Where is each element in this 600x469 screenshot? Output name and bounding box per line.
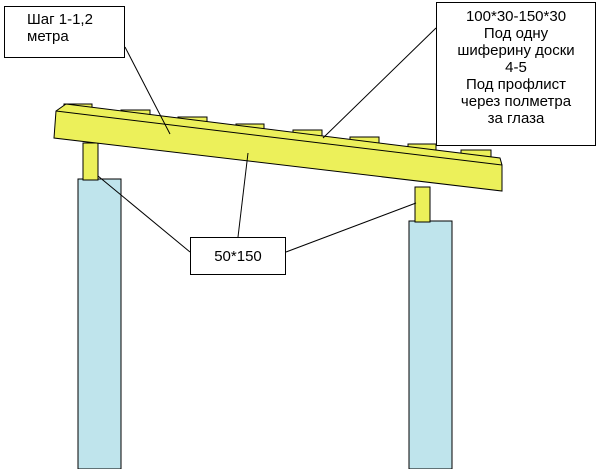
boards-label-line-4: 4-5 (505, 59, 527, 76)
leader-beam-right (285, 202, 417, 253)
boards-label-line-2: Под одну (483, 25, 549, 42)
boards-label-line-7: за глаза (487, 110, 545, 127)
right-support (414, 186, 431, 223)
leader-lines (97, 27, 437, 253)
boards-label-box: 100*30-150*30 Под одну шиферину доски 4-… (436, 2, 596, 146)
pitch-label-box: Шаг 1-1,2 метра (4, 6, 125, 58)
left-support (82, 142, 99, 181)
boards-label-line-6: через полметра (460, 93, 572, 110)
leader-boards (322, 27, 437, 139)
pitch-label-line-1: Шаг 1-1,2 (27, 11, 93, 28)
leader-beam-left (97, 175, 191, 253)
boards-label-line-3: шиферину доски (457, 42, 575, 59)
leader-beam-center (237, 152, 249, 238)
boards-label-line-1: 100*30-150*30 (465, 8, 567, 25)
rafter-top-edge (55, 110, 503, 166)
left-post (77, 178, 122, 469)
boards-label-line-5: Под профлист (465, 76, 567, 93)
pitch-label-line-2: метра (27, 28, 69, 45)
beam-label: 50*150 (214, 248, 262, 265)
beam-label-box: 50*150 (190, 237, 286, 275)
right-post (408, 220, 453, 469)
leader-pitch (124, 46, 171, 135)
